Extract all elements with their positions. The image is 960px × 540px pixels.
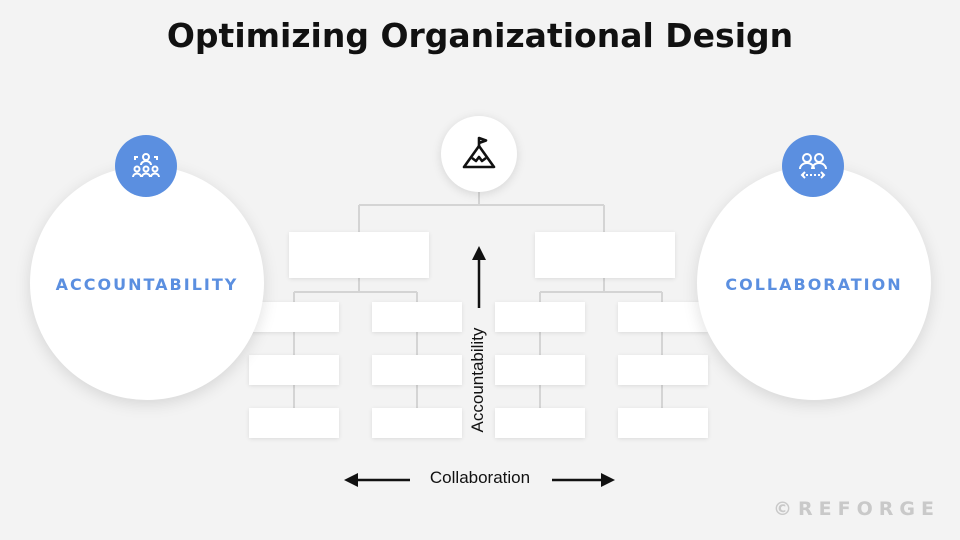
accountability-axis-label: Accountability: [468, 327, 487, 433]
org-box-level2-right: [535, 232, 675, 278]
mountain-flag-icon: [462, 136, 496, 169]
people-exchange-icon: [782, 135, 844, 197]
org-box: [372, 408, 462, 438]
org-box: [372, 302, 462, 332]
org-box: [618, 355, 708, 385]
collaboration-axis-label: Collaboration: [429, 468, 531, 487]
org-box-level2-left: [289, 232, 429, 278]
org-box: [372, 355, 462, 385]
org-box: [249, 302, 339, 332]
org-box: [495, 355, 585, 385]
top-node: [441, 116, 517, 192]
page-title: Optimizing Organizational Design: [166, 16, 794, 55]
brand-logo: ©REFORGE: [773, 498, 940, 520]
accountability-circle: [30, 166, 264, 400]
org-box: [618, 302, 708, 332]
collaboration-circle: [697, 166, 931, 400]
org-box: [495, 408, 585, 438]
team-hierarchy-icon: [115, 135, 177, 197]
org-box: [495, 302, 585, 332]
org-box: [618, 408, 708, 438]
accountability-label: ACCOUNTABILITY: [55, 275, 239, 294]
collaboration-label: COLLABORATION: [725, 275, 903, 294]
org-box: [249, 408, 339, 438]
org-box: [249, 355, 339, 385]
